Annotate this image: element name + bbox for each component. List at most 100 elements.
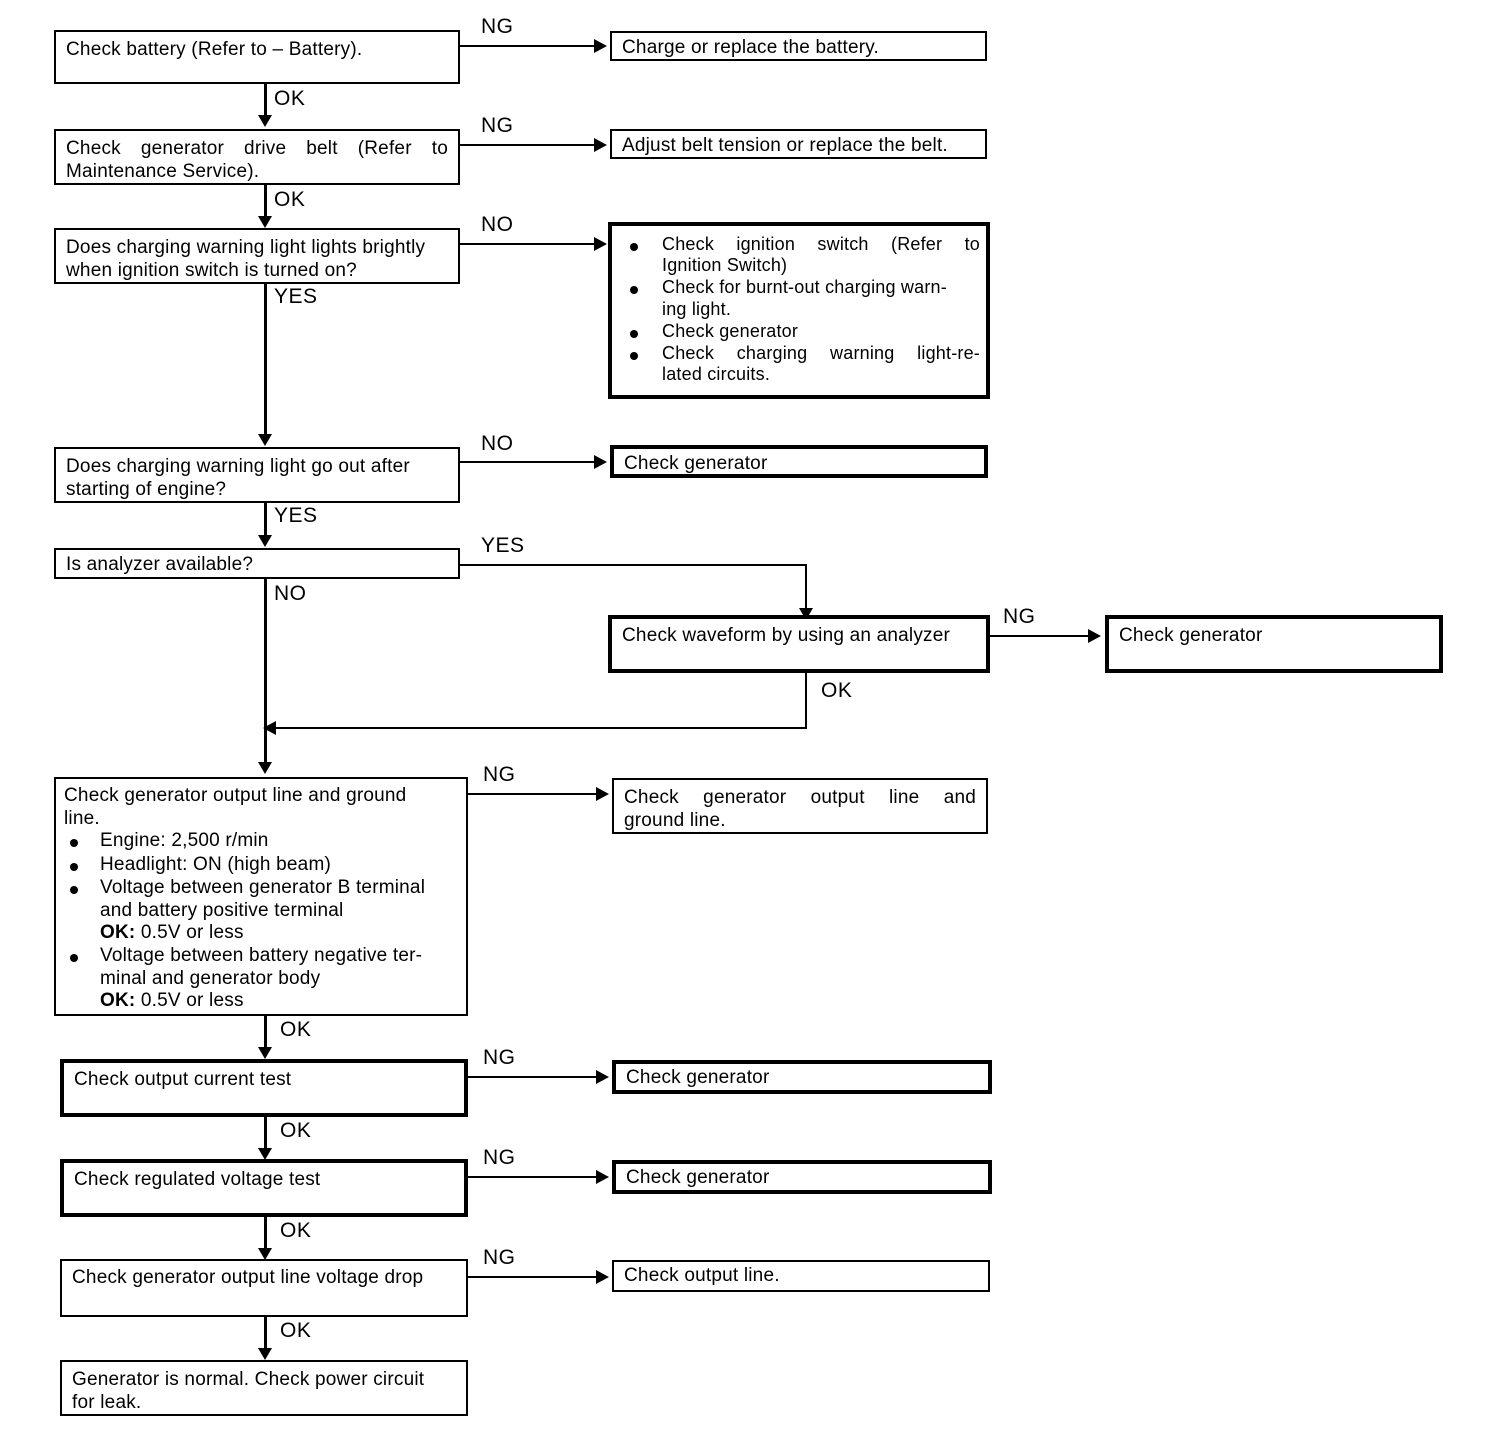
edge-regulated-ng: [468, 1176, 598, 1178]
list-item: Check charging warning light-re- lated c…: [618, 343, 980, 385]
ignition-checks-list: Check ignition switch (Refer to Ignition…: [618, 234, 980, 386]
list-item: Check generator: [618, 321, 980, 342]
ok-label: OK:: [100, 921, 136, 943]
edge-goesout-no-arrowhead: [594, 455, 607, 469]
edge-label-no-1: NO: [481, 213, 514, 236]
edge-voltagedrop-ok: [264, 1317, 267, 1351]
edge-analyzer-yes-v: [805, 564, 807, 614]
ignition-check-3-line2: lated circuits.: [662, 364, 771, 385]
node-check-waveform: Check waveform by using an analyzer: [608, 615, 990, 673]
edge-belt-ok: [264, 185, 267, 219]
edge-regulated-ng-arrowhead: [596, 1170, 609, 1184]
bullet-icon: [70, 954, 78, 963]
node-check-voltage-drop-line1: Check generator output line voltage drop: [72, 1267, 424, 1288]
bullet-icon: [630, 243, 638, 251]
list-item: Voltage between battery negative ter- mi…: [64, 945, 458, 1012]
list-item: Voltage between generator B terminal and…: [64, 877, 458, 944]
edge-outputground-ng-arrowhead: [596, 787, 609, 801]
edge-outputground-ng: [468, 793, 598, 795]
node-check-battery-line1: Check battery (Refer to – Battery).: [66, 39, 363, 60]
node-output-ground-line1: Check generator output line and ground: [64, 785, 407, 806]
edge-waveform-ng: [990, 635, 1090, 637]
list-item: Headlight: ON (high beam): [64, 854, 458, 876]
edge-label-yes-2: YES: [274, 504, 318, 527]
node-check-battery: Check battery (Refer to – Battery).: [54, 30, 460, 84]
edge-regulated-ok-arrowhead: [258, 1248, 272, 1260]
edge-label-ok-5: OK: [280, 1119, 312, 1142]
edge-label-no-3: NO: [274, 582, 307, 605]
edge-label-ng-1: NG: [481, 15, 514, 38]
node-warning-light-bright-line2: when ignition switch is turned on?: [66, 260, 357, 282]
edge-voltagedrop-ng: [468, 1276, 598, 1278]
node-check-generator-4: Check generator: [612, 1160, 992, 1194]
node-check-generator-3: Check generator: [612, 1060, 992, 1094]
node-warning-light-goes-out-line2: starting of engine?: [66, 479, 227, 501]
node-check-output-line: Check output line.: [612, 1260, 990, 1292]
output-ground-item-2-ok: OK: 0.5V or less: [100, 922, 458, 944]
edge-outputcurrent-ok: [264, 1117, 267, 1151]
edge-bright-yes: [264, 284, 267, 437]
ok-value: 0.5V or less: [135, 921, 244, 943]
node-warning-light-goes-out-line1: Does charging warning light go out after: [66, 456, 410, 477]
node-check-drive-belt: Check generator drive belt (Refer to Mai…: [54, 129, 460, 185]
node-adjust-belt-line1: Adjust belt tension or replace the belt.: [622, 135, 948, 156]
edge-bright-no: [460, 243, 596, 245]
edge-label-yes-3: YES: [481, 534, 525, 557]
node-check-drive-belt-line2: Maintenance Service).: [66, 161, 260, 183]
edge-label-ng-3: NG: [1003, 605, 1036, 628]
edge-label-ok-6: OK: [280, 1219, 312, 1242]
edge-label-ng-5: NG: [483, 1046, 516, 1069]
node-check-waveform-line1: Check waveform by using an analyzer: [622, 625, 951, 646]
node-output-ground-result-line2: ground line.: [624, 810, 726, 832]
edge-waveform-ok-v: [805, 673, 807, 728]
edge-outputcurrent-ng: [468, 1076, 598, 1078]
node-generator-normal-line1: Generator is normal. Check power circuit: [72, 1369, 425, 1390]
edge-belt-ok-arrowhead: [258, 216, 272, 228]
ignition-check-1-line1: Check for burnt-out charging warn-: [662, 277, 947, 298]
node-warning-light-bright: Does charging warning light lights brigh…: [54, 228, 460, 284]
edge-outputcurrent-ok-arrowhead: [258, 1148, 272, 1160]
edge-label-ok-7: OK: [280, 1319, 312, 1342]
edge-outputcurrent-ng-arrowhead: [596, 1070, 609, 1084]
ignition-check-1-line2: ing light.: [662, 298, 732, 319]
output-ground-line-list: Engine: 2,500 r/min Headlight: ON (high …: [64, 830, 458, 1012]
edge-regulated-ok: [264, 1217, 267, 1251]
edge-bright-no-arrowhead: [594, 237, 607, 251]
ok-value: 0.5V or less: [135, 990, 244, 1012]
list-item: Engine: 2,500 r/min: [64, 830, 458, 852]
edge-analyzer-no-arrowhead: [258, 762, 272, 774]
bullet-icon: [70, 839, 78, 848]
edge-analyzer-no: [264, 579, 267, 765]
node-check-output-current-line1: Check output current test: [74, 1069, 292, 1090]
edge-waveform-ok-h: [276, 727, 807, 729]
edge-bright-yes-arrowhead: [258, 434, 272, 446]
output-ground-item-1: Headlight: ON (high beam): [100, 853, 331, 875]
ignition-check-0-line1: Check ignition switch (Refer to: [662, 234, 980, 254]
edge-belt-ng: [460, 144, 596, 146]
edge-goesout-yes-arrowhead: [258, 535, 272, 547]
node-check-output-ground-line: Check generator output line and ground l…: [54, 777, 468, 1016]
node-check-generator-1-line1: Check generator: [624, 453, 768, 474]
node-check-regulated-voltage-line1: Check regulated voltage test: [74, 1169, 321, 1190]
node-check-regulated-voltage: Check regulated voltage test: [60, 1159, 468, 1217]
output-ground-item-0: Engine: 2,500 r/min: [100, 830, 269, 852]
node-check-generator-3-line1: Check generator: [626, 1067, 770, 1088]
edge-analyzer-yes-h: [460, 564, 807, 566]
edge-voltagedrop-ng-arrowhead: [596, 1270, 609, 1284]
node-check-generator-1: Check generator: [610, 445, 988, 478]
node-generator-normal: Generator is normal. Check power circuit…: [60, 1360, 468, 1416]
node-is-analyzer-available: Is analyzer available?: [54, 548, 460, 579]
node-adjust-belt: Adjust belt tension or replace the belt.: [610, 129, 987, 159]
ok-label: OK:: [100, 990, 136, 1012]
edge-belt-ng-arrowhead: [594, 138, 607, 152]
edge-label-no-2: NO: [481, 432, 514, 455]
node-warning-light-bright-line1: Does charging warning light lights brigh…: [66, 237, 426, 258]
edge-label-ok-2: OK: [274, 188, 306, 211]
edge-goesout-yes: [264, 503, 267, 538]
output-ground-item-3-ok: OK: 0.5V or less: [100, 990, 458, 1012]
bullet-icon: [630, 329, 638, 338]
node-check-generator-2: Check generator: [1105, 615, 1443, 673]
ignition-check-0-line2: Ignition Switch): [662, 255, 788, 276]
node-output-ground-result-line1: Check generator output line and: [624, 787, 976, 808]
